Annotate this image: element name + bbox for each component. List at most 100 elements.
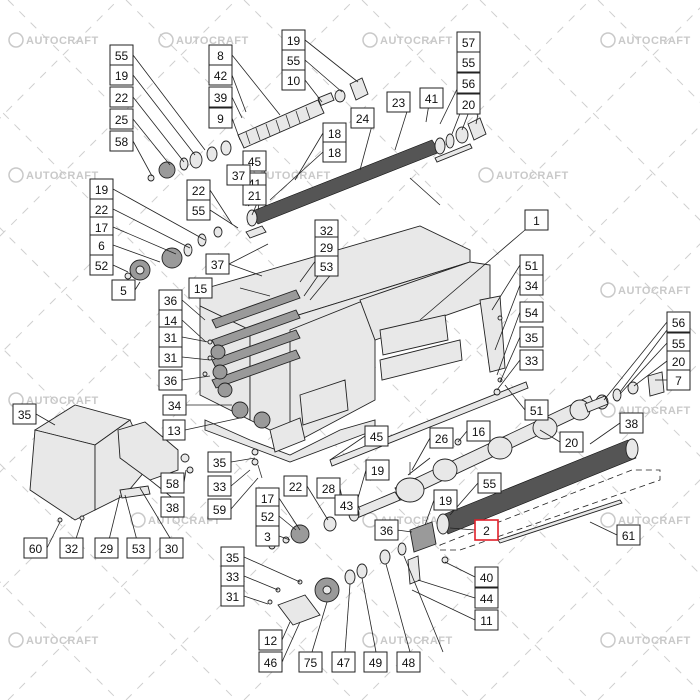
callout-number: 44: [480, 592, 494, 606]
callout-number: 19: [95, 183, 109, 197]
callout-33: 33: [207, 475, 232, 497]
callout-number: 54: [525, 306, 539, 320]
gear-assembly-left-part: [124, 226, 223, 281]
callout-number: 39: [214, 91, 228, 105]
callout-number: 9: [217, 112, 224, 126]
callout-26: 26: [429, 427, 454, 449]
callout-number: 31: [164, 331, 178, 345]
callout-31: 31: [220, 585, 245, 607]
callout-number: 49: [369, 656, 383, 670]
callout-1: 1: [524, 209, 549, 231]
callout-22: 22: [186, 179, 211, 201]
callout-number: 1: [533, 214, 540, 228]
watermark-line: [7, 7, 700, 700]
svg-text:AUTOCRAFT: AUTOCRAFT: [148, 515, 221, 527]
callout-number: 36: [164, 374, 178, 388]
callout-13: 13: [162, 419, 186, 441]
callout-24: 24: [350, 107, 375, 129]
callout-number: 20: [672, 355, 686, 369]
hopper-part: [29, 404, 194, 523]
svg-text:AUTOCRAFT: AUTOCRAFT: [618, 635, 691, 647]
callout-17: 17: [89, 216, 114, 238]
callout-number: 14: [164, 314, 178, 328]
splined-shaft-part: [245, 117, 487, 239]
callout-number: 36: [164, 294, 178, 308]
callout-35: 35: [220, 546, 245, 568]
callout-number: 56: [672, 316, 686, 330]
callout-47: 47: [331, 651, 356, 673]
callout-number: 11: [480, 614, 493, 628]
callout-18: 18: [322, 122, 347, 144]
callout-20: 20: [666, 350, 691, 372]
callout-number: 51: [530, 404, 544, 418]
callout-19: 19: [89, 178, 114, 200]
svg-text:AUTOCRAFT: AUTOCRAFT: [176, 35, 249, 47]
callout-number: 20: [462, 98, 476, 112]
callout-number: 18: [328, 146, 342, 160]
callout-number: 26: [435, 432, 449, 446]
top-roller-part: [147, 77, 369, 182]
callout-number: 45: [370, 430, 384, 444]
watermark-line: [361, 0, 700, 339]
machine-parts: [29, 77, 665, 626]
callout-34: 34: [519, 274, 544, 296]
callout-number: 18: [328, 127, 342, 141]
callout-number: 58: [166, 477, 180, 491]
callout-49: 49: [363, 651, 388, 673]
callout-number: 15: [194, 282, 208, 296]
callout-35: 35: [207, 451, 232, 473]
callout-31: 31: [158, 326, 183, 348]
callout-52: 52: [89, 254, 114, 276]
callout-number: 31: [226, 590, 240, 604]
callout-17: 17: [255, 487, 280, 509]
callout-number: 28: [322, 482, 336, 496]
callout-59: 59: [207, 498, 232, 520]
watermark-logo: AUTOCRAFT: [362, 632, 453, 648]
svg-text:AUTOCRAFT: AUTOCRAFT: [258, 170, 331, 182]
watermark-logo: AUTOCRAFT: [130, 512, 221, 528]
callout-number: 36: [380, 524, 394, 538]
callout-number: 22: [115, 91, 129, 105]
svg-text:AUTOCRAFT: AUTOCRAFT: [380, 35, 453, 47]
callout-21: 21: [242, 184, 267, 206]
callout-37: 37: [205, 253, 230, 275]
callout-number: 32: [65, 542, 79, 556]
callout-number: 38: [166, 501, 180, 515]
callout-11: 11: [474, 609, 499, 631]
watermark-logo: AUTOCRAFT: [8, 32, 98, 48]
callout-number: 35: [213, 456, 227, 470]
callout-number: 6: [98, 239, 105, 253]
callout-number: 25: [115, 113, 129, 127]
callout-2: 2: [474, 519, 499, 541]
watermark-logo: AUTOCRAFT: [158, 32, 249, 48]
callout-55: 55: [477, 472, 502, 494]
callout-58: 58: [109, 130, 134, 152]
callout-number: 59: [213, 503, 227, 517]
callout-number: 55: [192, 204, 206, 218]
callout-number: 19: [439, 494, 453, 508]
callout-number: 61: [622, 529, 636, 543]
callout-number: 51: [525, 259, 539, 273]
callout-19: 19: [365, 459, 390, 481]
callout-number: 17: [261, 492, 275, 506]
callout-56: 56: [666, 311, 691, 333]
callout-number: 13: [167, 424, 181, 438]
callout-29: 29: [314, 236, 339, 258]
callout-number: 46: [264, 656, 278, 670]
watermark-line: [0, 581, 119, 700]
svg-text:AUTOCRAFT: AUTOCRAFT: [380, 635, 453, 647]
callout-number: 47: [337, 656, 351, 670]
callout-25: 25: [109, 108, 134, 130]
callout-number: 35: [525, 331, 539, 345]
callout-number: 53: [320, 260, 334, 274]
callout-number: 22: [95, 203, 109, 217]
callout-number: 24: [356, 112, 370, 126]
callout-number: 53: [132, 542, 146, 556]
callout-53: 53: [314, 255, 339, 277]
callout-55: 55: [666, 332, 691, 354]
callout-number: 34: [525, 279, 539, 293]
callout-42: 42: [208, 64, 233, 86]
callout-18: 18: [322, 141, 347, 163]
callout-number: 52: [261, 510, 275, 524]
callout-54: 54: [519, 301, 544, 323]
